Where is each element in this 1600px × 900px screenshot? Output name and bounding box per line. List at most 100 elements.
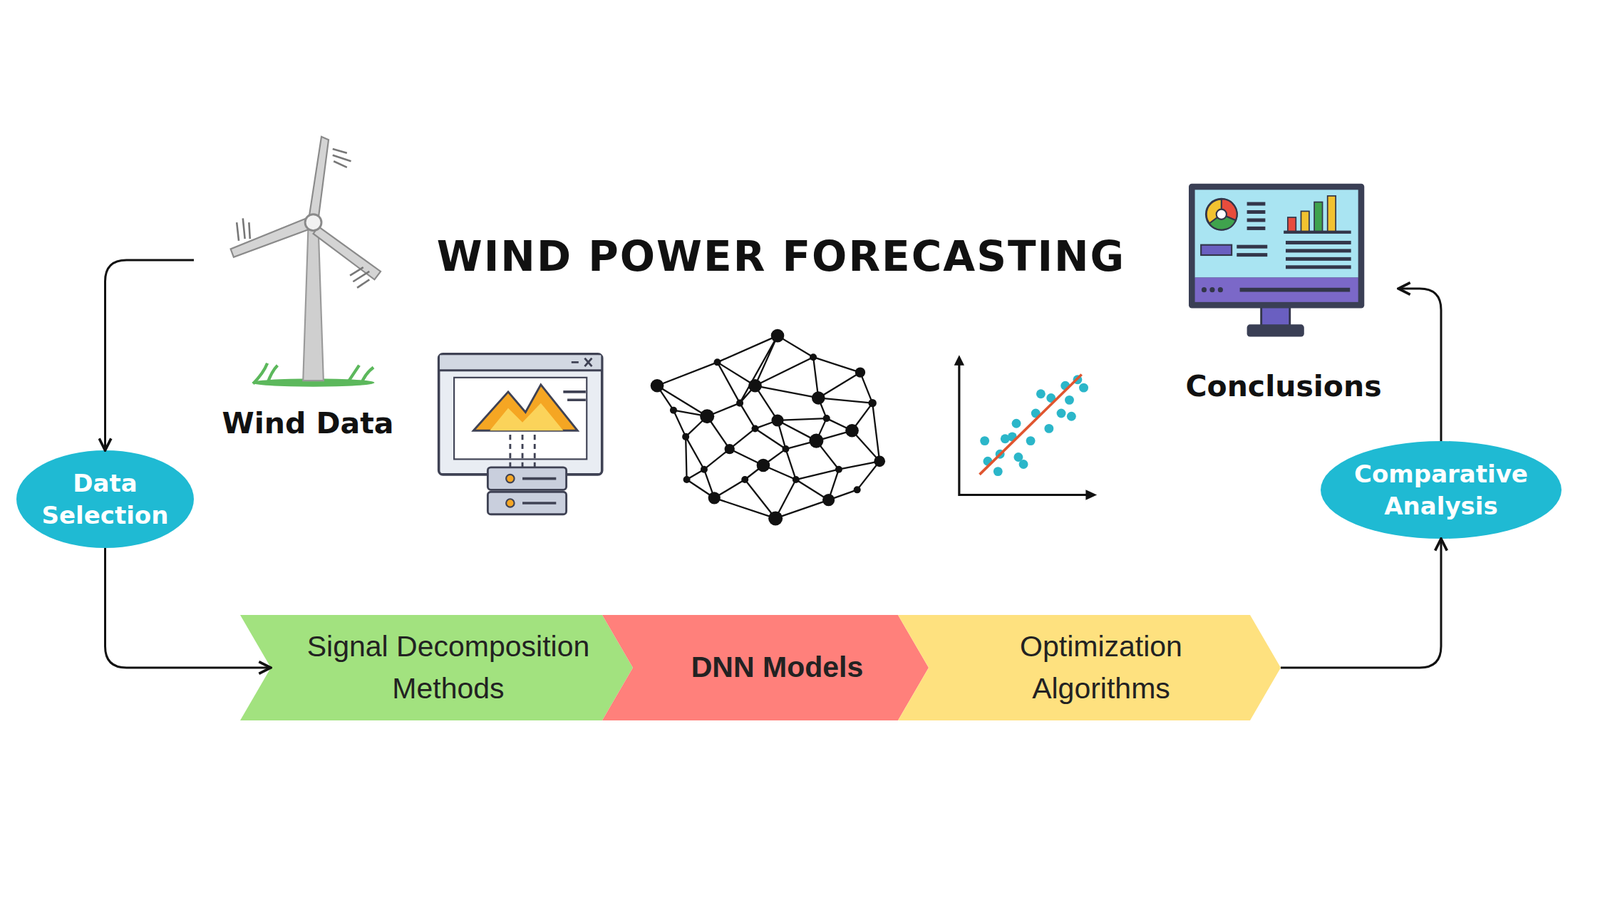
step-label: Signal Decomposition Methods	[273, 625, 623, 711]
monitor-icon-part	[1236, 253, 1268, 257]
illustration-part-part	[756, 458, 771, 473]
monitor-icon-part	[1327, 195, 1336, 232]
illustration-part-part	[669, 406, 678, 415]
data-window-icon-part	[510, 434, 535, 468]
monitor-icon-part	[1247, 226, 1266, 231]
monitor-icon-part	[1247, 324, 1305, 337]
illustration-part-part	[708, 491, 721, 504]
illustration-part-part	[1064, 395, 1075, 405]
illustration-part-part	[868, 399, 876, 407]
illustration-part-part	[741, 476, 749, 484]
monitor-icon-part	[1240, 287, 1351, 293]
illustration-part-part	[823, 414, 831, 422]
scatter-plot-icon-part	[954, 354, 965, 365]
wind-turbine-part	[309, 136, 329, 219]
ellipse-fill	[1320, 441, 1562, 539]
illustration-part-part	[1056, 409, 1067, 419]
illustration-part-part	[751, 424, 759, 432]
ellipse-label: Comparative Analysis	[1334, 458, 1548, 521]
monitor-icon-part	[1247, 202, 1266, 206]
chevron-step: DNN Models	[602, 615, 929, 721]
chevron-fill	[240, 615, 633, 721]
illustration-part-part	[845, 424, 859, 438]
flow-connector	[105, 260, 195, 451]
monitor-icon-part	[1247, 210, 1266, 214]
monitor-icon-part	[1195, 189, 1359, 278]
monitor-icon-part	[1201, 287, 1207, 293]
icon-label: Wind Data	[221, 405, 394, 442]
neural-network-icon	[650, 329, 886, 526]
data-window-icon-part	[439, 369, 603, 372]
illustration-part-part	[855, 367, 866, 378]
illustration-part-part	[1079, 383, 1089, 393]
monitor-icon-part	[1314, 202, 1323, 233]
neural-network-icon-part	[657, 335, 880, 519]
data-window-icon	[439, 354, 603, 515]
monitor-icon-part	[1300, 210, 1309, 232]
illustration-part-part	[1066, 411, 1077, 422]
data-window-icon-part	[473, 384, 578, 431]
chevron-fill	[602, 615, 929, 721]
illustration-part-part	[768, 511, 783, 526]
monitor-icon-part	[1261, 306, 1290, 328]
illustration-part-part	[771, 329, 785, 343]
flow-connector	[105, 548, 272, 668]
step-label: DNN Models	[691, 646, 864, 689]
illustration-part-part	[781, 445, 789, 453]
ellipse-node: Data Selection	[16, 450, 194, 549]
monitor-icon-part	[1209, 287, 1215, 293]
node-text-group: Signal Decomposition Methods	[270, 615, 626, 721]
node-text-group: Comparative Analysis	[1320, 441, 1562, 539]
illustration-part-part	[771, 414, 784, 427]
illustration-part-part	[1036, 389, 1046, 399]
illustration-part-part	[736, 399, 744, 407]
scatter-plot-icon-part	[957, 361, 1090, 497]
illustration-part-part	[792, 476, 800, 484]
data-window-icon-part	[571, 358, 593, 367]
monitor-icon-part	[1188, 183, 1365, 309]
illustration-part-part	[809, 353, 817, 361]
data-window-icon-part	[563, 391, 586, 400]
illustration-part-part	[714, 358, 722, 366]
monitor-icon-part	[1285, 240, 1352, 245]
illustration-part	[650, 329, 886, 526]
node-text-group: Wind Data	[193, 405, 422, 442]
illustration-part-part	[979, 436, 990, 446]
illustration-part-part	[724, 444, 735, 454]
ellipse-shape	[1320, 441, 1562, 539]
node-text-group: DNN Models	[632, 615, 922, 721]
illustration-part-part	[700, 466, 708, 474]
illustration-part-part	[748, 379, 762, 393]
data-window-icon-part	[453, 377, 587, 460]
icon-node: Wind Data	[193, 128, 422, 442]
ellipse-label: Data Selection	[27, 467, 184, 531]
monitor-icon-part	[1285, 248, 1352, 253]
data-window-icon-part	[439, 354, 601, 370]
scatter-plot-icon-part	[1085, 489, 1097, 500]
scatter-plot-icon-part	[979, 374, 1082, 475]
data-window-icon-part	[439, 354, 603, 475]
monitor-icon-part	[1195, 277, 1359, 302]
illustration-part-part	[1044, 424, 1054, 434]
flow-connector	[1280, 538, 1442, 668]
node-text-group: Conclusions	[1168, 368, 1399, 405]
illustration-part-part	[873, 455, 886, 467]
illustration-part	[979, 374, 1089, 477]
illustration-part-part	[650, 379, 665, 393]
node-text-group: Data Selection	[16, 450, 194, 549]
illustration-part-part	[811, 391, 826, 405]
monitor-icon-part	[1205, 198, 1237, 230]
monitor-icon	[1188, 183, 1365, 338]
monitor-icon-part	[1283, 230, 1351, 234]
chevron-step: Optimization Algorithms	[897, 615, 1281, 721]
illustration-part-part	[822, 493, 835, 507]
step-label: Optimization Algorithms	[983, 625, 1219, 711]
data-window-icon-part	[506, 474, 514, 483]
monitor-icon-part	[1287, 217, 1296, 232]
wind-turbine-part	[230, 218, 309, 257]
chevron-fill	[897, 615, 1281, 721]
